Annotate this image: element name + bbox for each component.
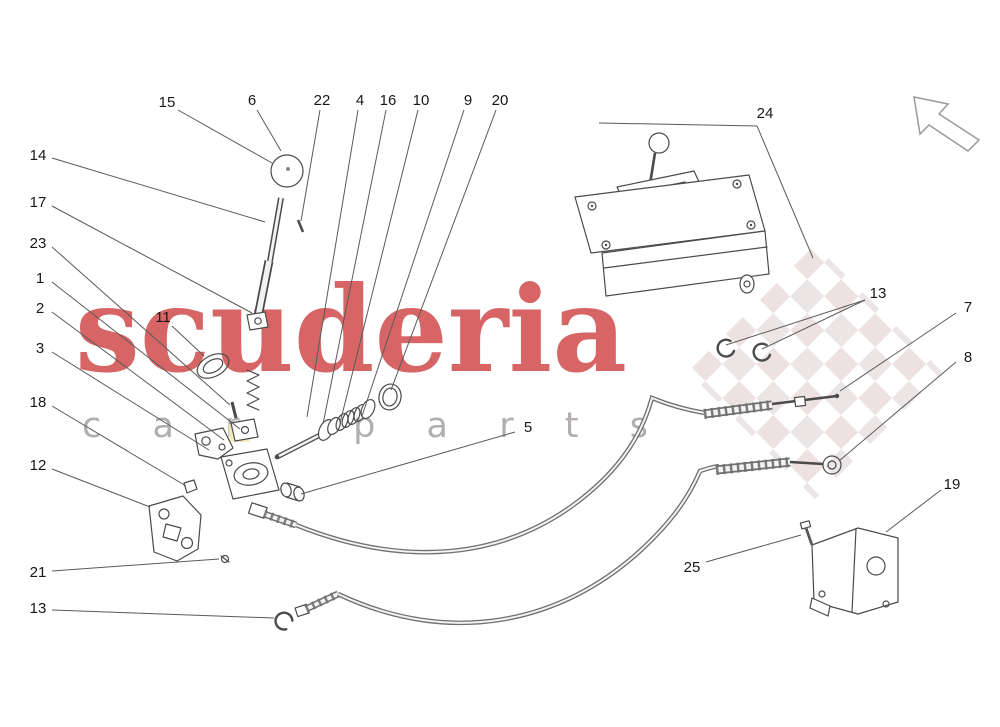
callout-label-12: 12 bbox=[30, 457, 47, 474]
roll-pin bbox=[230, 401, 238, 419]
brand-watermark: scuderia car parts bbox=[75, 260, 648, 446]
callout-label-20: 20 bbox=[492, 92, 509, 109]
callout-label-15: 15 bbox=[159, 94, 176, 111]
callout-label-21: 21 bbox=[30, 564, 47, 581]
control-cables bbox=[247, 393, 842, 626]
callout-label-25: 25 bbox=[684, 559, 701, 576]
checkered-flag-watermark bbox=[687, 244, 943, 500]
callout-leader-line bbox=[51, 157, 266, 223]
callout-leader-line bbox=[51, 405, 187, 487]
callout-leader-line bbox=[300, 109, 321, 222]
callout-label-18: 18 bbox=[30, 394, 47, 411]
callout-label-7: 7 bbox=[964, 299, 972, 316]
callout-label-1: 1 bbox=[36, 270, 44, 287]
callout-leader-line bbox=[51, 281, 241, 430]
cable-boot-lower bbox=[715, 457, 791, 475]
callout-leader-line bbox=[51, 246, 231, 406]
callout-label-5: 5 bbox=[524, 419, 532, 436]
callout-label-8: 8 bbox=[964, 349, 972, 366]
callout-leader-line bbox=[171, 325, 205, 357]
circlip-icon bbox=[270, 608, 296, 634]
mounting-bracket-left bbox=[148, 479, 230, 564]
gear-shift-tower bbox=[574, 132, 770, 297]
bushing bbox=[280, 482, 305, 502]
callout-leader-line bbox=[598, 122, 758, 127]
callout-leader-line bbox=[885, 489, 942, 533]
diagram-drawing bbox=[148, 96, 981, 634]
callout-label-10: 10 bbox=[413, 92, 430, 109]
callout-leader-line bbox=[51, 205, 253, 314]
spring bbox=[246, 369, 260, 411]
callout-label-13: 13 bbox=[30, 600, 47, 617]
callout-leader-line bbox=[51, 468, 151, 508]
callout-label-14: 14 bbox=[30, 147, 47, 164]
callout-leader-line bbox=[51, 558, 220, 572]
callout-label-17: 17 bbox=[30, 194, 47, 211]
callout-label-3: 3 bbox=[36, 340, 44, 357]
selector-shaft bbox=[246, 154, 305, 331]
cable-boot-upper bbox=[703, 400, 773, 419]
selector-rod-assembly bbox=[274, 383, 402, 460]
callout-label-16: 16 bbox=[380, 92, 397, 109]
callout-label-24: 24 bbox=[757, 105, 774, 122]
callout-leader-line bbox=[51, 351, 210, 451]
callout-leader-line bbox=[177, 109, 273, 164]
callout-leader-line bbox=[300, 431, 516, 495]
callout-leader-line bbox=[322, 109, 387, 425]
callout-label-19: 19 bbox=[944, 476, 961, 493]
cable-eye-end bbox=[822, 455, 842, 475]
callout-label-13: 13 bbox=[870, 285, 887, 302]
callout-label-11: 11 bbox=[155, 309, 171, 326]
callout-leader-line bbox=[725, 299, 866, 346]
callout-leader-line bbox=[256, 109, 282, 152]
linkage-brackets bbox=[194, 418, 259, 460]
retaining-clip bbox=[183, 479, 198, 494]
callout-label-6: 6 bbox=[248, 92, 256, 109]
callout-leader-line bbox=[705, 534, 802, 563]
mounting-bracket-right bbox=[799, 520, 899, 617]
direction-arrow-icon bbox=[913, 96, 981, 152]
shift-knob bbox=[648, 132, 670, 154]
callout-leader-line bbox=[306, 109, 359, 418]
callout-leader-line bbox=[390, 109, 497, 391]
bolt bbox=[799, 520, 814, 546]
callout-leader-line bbox=[761, 299, 866, 350]
callout-label-4: 4 bbox=[356, 92, 364, 109]
callout-leader-line bbox=[838, 361, 957, 462]
callout-leader-line bbox=[361, 109, 465, 417]
callout-label-2: 2 bbox=[36, 300, 44, 317]
callout-label-23: 23 bbox=[30, 235, 47, 252]
tower-housing bbox=[601, 230, 770, 297]
shifter-housing bbox=[220, 448, 280, 500]
callout-leader-line bbox=[51, 311, 225, 441]
callout-leader-line bbox=[839, 312, 957, 392]
callout-leader-line bbox=[51, 609, 275, 619]
callout-label-9: 9 bbox=[464, 92, 472, 109]
callout-label-22: 22 bbox=[314, 92, 331, 109]
seal-ring bbox=[196, 353, 230, 379]
callout-leader-line bbox=[339, 109, 419, 424]
callout-leader-line bbox=[756, 125, 814, 259]
